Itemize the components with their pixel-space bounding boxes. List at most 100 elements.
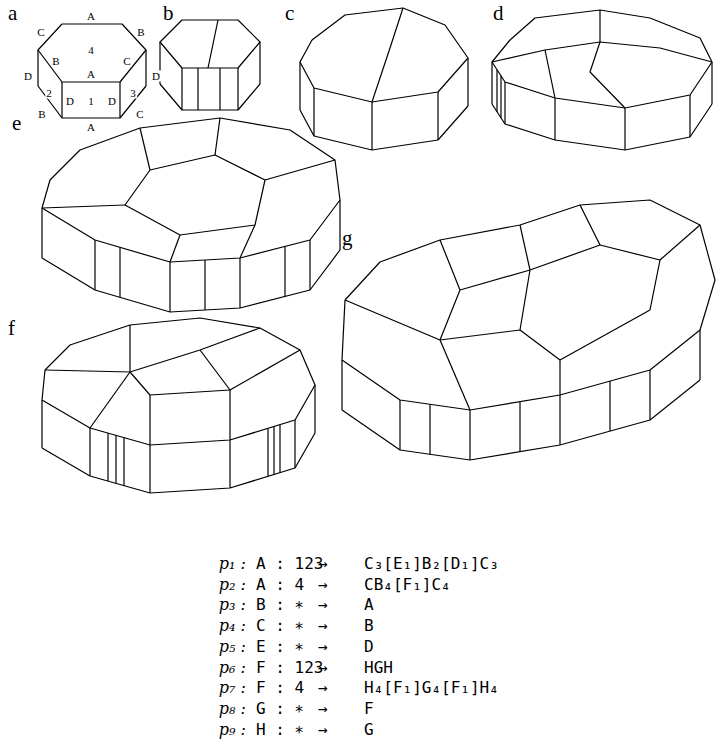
production-arrow: → <box>318 556 328 572</box>
strip-line <box>284 246 285 296</box>
prism-edge <box>169 262 170 312</box>
production-successor: CB₄[F₁]C₄ <box>364 577 451 593</box>
prism-edge <box>181 68 182 110</box>
subdivision-line <box>215 118 220 155</box>
prism-edge <box>239 258 240 308</box>
prism-bottom-edge <box>42 250 340 312</box>
production-predecessor: C : ∗ <box>256 618 304 634</box>
prism-edge <box>339 200 340 250</box>
prism-edge <box>294 420 295 468</box>
face-label: C <box>36 27 45 38</box>
panel-letter: a <box>8 3 17 24</box>
prism-edge <box>61 82 62 118</box>
production-predecessor: H : ∗ <box>256 722 304 738</box>
prism-top-face <box>492 10 712 108</box>
face-label: C <box>122 56 131 67</box>
production-predecessor: A : 4 <box>256 577 304 593</box>
prism-edge <box>504 82 505 124</box>
subdivision-line <box>580 205 600 245</box>
face-label: C <box>135 109 144 120</box>
prism-edge <box>341 360 342 410</box>
production-name: p₇ : <box>196 680 246 696</box>
face-label: 3 <box>129 88 137 99</box>
subdivision-line <box>125 155 265 235</box>
strip-line <box>119 247 120 297</box>
subdivision-line <box>440 290 460 340</box>
prism-edge <box>624 108 625 150</box>
prism-edge <box>119 82 120 118</box>
prism-edge <box>94 240 95 290</box>
face-label: B <box>136 27 145 38</box>
strip-line <box>273 426 274 474</box>
prism-edge <box>649 370 650 420</box>
production-successor: F <box>364 701 374 717</box>
strip-line <box>219 68 220 110</box>
face-label: A <box>86 69 96 80</box>
face-label: B <box>51 56 60 67</box>
production-arrow: → <box>318 701 328 717</box>
prism-bottom-edge <box>492 104 712 150</box>
production-successor: A <box>364 597 374 613</box>
subdivision-line <box>559 360 560 395</box>
strip-line <box>107 433 108 481</box>
production-successor: D <box>364 639 374 655</box>
face-label: D <box>107 96 117 107</box>
prism-bottom-edge <box>38 86 146 118</box>
production-arrow: → <box>318 639 328 655</box>
prism-edge <box>371 102 372 150</box>
prism-edge <box>699 330 700 380</box>
subdivision-line <box>545 50 555 98</box>
subdivision-line <box>440 340 470 410</box>
production-name: p₂ : <box>196 577 246 593</box>
production-successor: G <box>364 722 374 738</box>
prism-edge <box>314 385 315 433</box>
production-arrow: → <box>318 577 328 593</box>
prism-edge <box>689 95 690 137</box>
production-arrow: → <box>318 618 328 634</box>
production-predecessor: F : 4 <box>256 680 304 696</box>
prism-edge <box>711 62 712 104</box>
prism-edge <box>313 88 314 136</box>
subdivision-line <box>129 325 130 372</box>
subdivision-line <box>590 42 625 108</box>
prism-bottom-edge <box>160 84 260 110</box>
subdivision-line <box>520 270 530 330</box>
production-name: p₆ : <box>196 660 246 676</box>
production-predecessor: B : ∗ <box>256 597 304 613</box>
prism-edge <box>469 410 470 460</box>
production-arrow: → <box>318 597 328 613</box>
production-arrow: → <box>318 680 328 696</box>
face-label: 2 <box>45 88 53 99</box>
production-predecessor: E : ∗ <box>256 639 304 655</box>
strip-line <box>267 428 268 476</box>
prism-edge <box>299 62 300 110</box>
subdivision-line <box>560 310 650 360</box>
strip-line <box>519 402 520 452</box>
panel-letter: e <box>12 113 21 134</box>
prism-edge <box>259 42 260 84</box>
subdivision-line <box>520 225 530 270</box>
subdivision-line <box>149 395 150 445</box>
strip-line <box>197 68 198 110</box>
prism-edge <box>309 240 310 290</box>
subdivision-line <box>90 372 130 428</box>
prism-edge <box>37 50 38 86</box>
prism-top-face <box>42 318 315 445</box>
face-label: D <box>65 96 75 107</box>
subdivision-line <box>650 260 660 310</box>
panel-letter: g <box>342 228 353 249</box>
prism-top-face <box>342 200 715 410</box>
subdivision-line <box>660 225 700 260</box>
production-name: p₅ : <box>196 639 246 655</box>
face-label: D <box>23 71 33 82</box>
prism-bottom-edge <box>300 106 468 150</box>
subdivision-line <box>440 330 560 360</box>
strip-line <box>609 381 610 431</box>
strip-line <box>204 260 205 310</box>
prism-edge <box>554 98 555 140</box>
subdivision-line <box>130 372 150 395</box>
prism-top-face <box>300 8 468 102</box>
subdivision-line <box>240 225 255 258</box>
production-successor: C₃[E₁]B₂[D₁]C₃ <box>364 556 499 572</box>
face-label: D <box>151 71 161 82</box>
